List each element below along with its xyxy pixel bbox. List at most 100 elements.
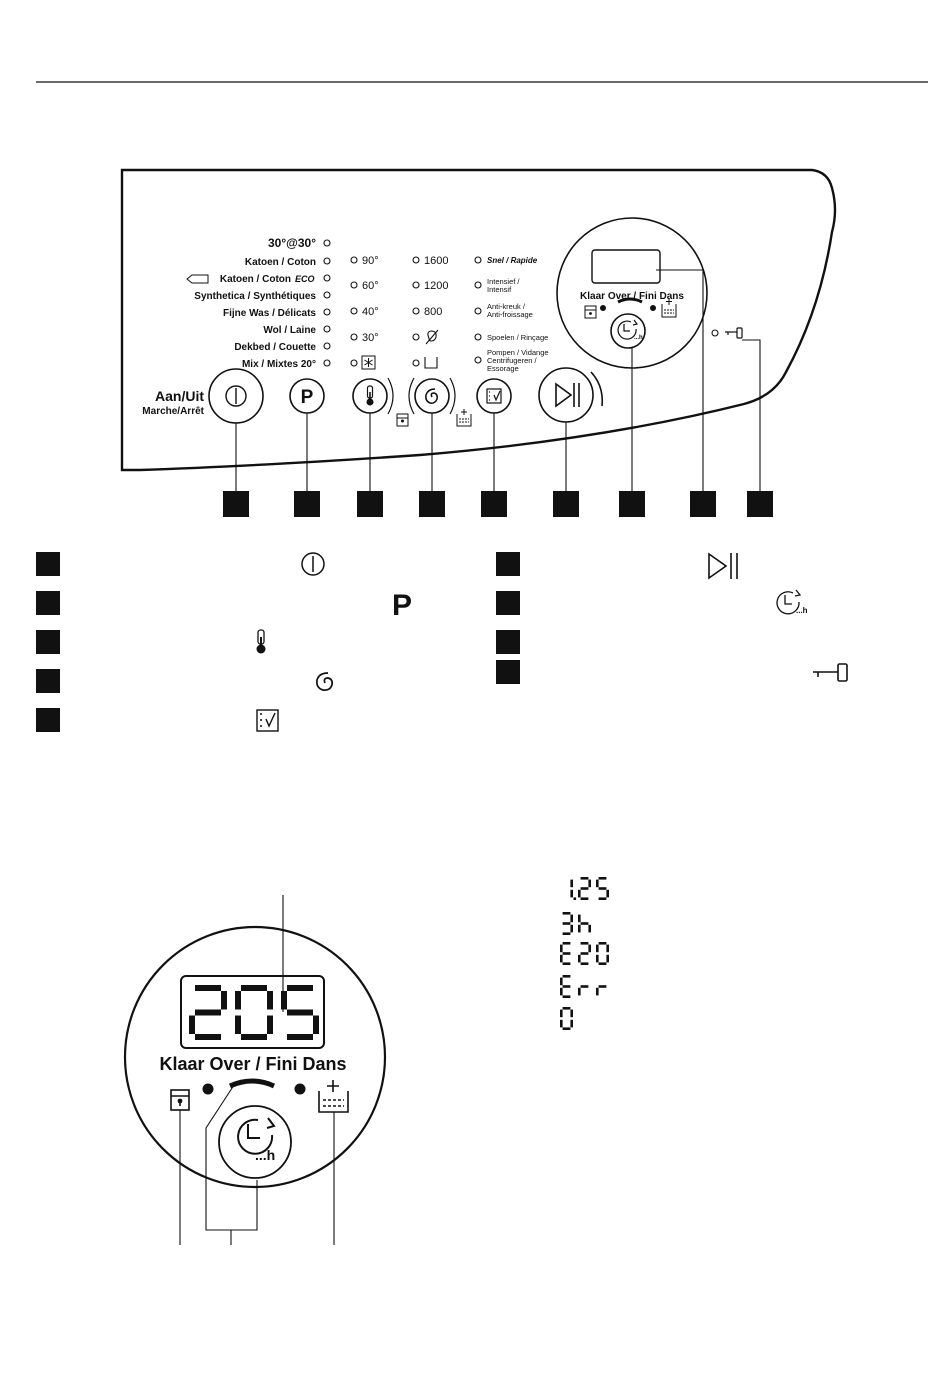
temperature-label: 40°: [362, 306, 379, 318]
display-example-digit: [578, 914, 591, 933]
door-lock-icon: [584, 305, 597, 319]
spin-label: 1600: [424, 255, 448, 267]
display-example: [560, 1007, 573, 1030]
option-label: Intensief /: [487, 277, 520, 286]
display-label: Klaar Over / Fini Dans: [580, 291, 684, 302]
display-example-digit: [578, 985, 589, 996]
display-example-digit: [578, 877, 591, 900]
dial-arc: [408, 377, 415, 415]
programme-label: Katoen / Coton: [220, 274, 291, 285]
child-lock-key-icon: [813, 663, 848, 682]
option-label: Centrifugeren /: [487, 356, 538, 365]
display-example-digit: [596, 985, 607, 996]
start-pause-button[interactable]: [538, 367, 604, 423]
delay-button[interactable]: ...h: [218, 1105, 292, 1179]
options-check-icon: [486, 388, 502, 404]
programme-label: 30°@30°: [268, 236, 316, 250]
programme-leds: [323, 239, 331, 367]
options-button[interactable]: [476, 378, 512, 414]
door-lock-icon: [170, 1089, 190, 1111]
child-lock-led: [711, 329, 719, 337]
display-example-digit: [596, 877, 609, 900]
start-indicator-arc: [590, 371, 604, 407]
power-label: Aan/Uit: [155, 388, 204, 404]
delay-progress-arc: [617, 297, 643, 304]
display-example-digit: [578, 942, 591, 965]
callout-markers: [223, 491, 773, 517]
control-panel: 30°@30° Katoen / Coton Katoen / Coton EC…: [120, 168, 837, 517]
display-example: [560, 975, 607, 998]
delay-timer-icon: [237, 1117, 276, 1155]
option-label: Anti-kreuk /: [487, 302, 526, 311]
display-digits: [189, 985, 319, 1040]
spin-button[interactable]: [408, 377, 456, 415]
programme-label: Synthetica / Synthétiques: [194, 291, 316, 302]
programme-label: Mix / Mixtes 20°: [242, 359, 316, 370]
power-label: Marche/Arrêt: [142, 406, 204, 417]
indicator-dot: [294, 1083, 306, 1095]
program-icon: P: [301, 387, 314, 408]
display-digit: [281, 985, 319, 1040]
option-label: Pompen / Vidange: [487, 348, 549, 357]
dial-arc: [449, 377, 456, 415]
thermometer-icon: [366, 385, 374, 406]
dial-arc: [387, 377, 394, 415]
temperature-button[interactable]: [352, 377, 394, 415]
programme-label: Katoen / Coton: [245, 257, 316, 268]
option-label: Anti-froissage: [487, 310, 533, 319]
display-window: [591, 249, 661, 284]
options-column: Snel / Rapide Intensief / Intensif Anti-…: [474, 256, 549, 373]
no-spin-icon: [425, 329, 439, 345]
display-label: Klaar Over / Fini Dans: [159, 1054, 346, 1074]
spin-column: 1600 1200 800: [412, 255, 448, 369]
power-button[interactable]: [208, 368, 264, 424]
delay-timer-icon: [776, 589, 802, 615]
power-icon: [301, 552, 325, 576]
display-example-digit: [560, 1007, 573, 1030]
spin-icon: [316, 672, 334, 691]
delay-hours-label: ...h: [255, 1147, 275, 1163]
indicator-dot: [600, 305, 606, 311]
delay-progress-arc: [228, 1078, 276, 1089]
temperature-label: 90°: [362, 255, 379, 267]
delay-hours-label: ...h: [634, 335, 643, 341]
option-label: Spoelen / Rinçage: [487, 333, 548, 342]
start-pause-icon: [555, 382, 580, 408]
legend-markers: [36, 552, 520, 732]
display-example-digit: [562, 912, 573, 935]
display-digit: [189, 985, 227, 1040]
program-button[interactable]: P: [289, 378, 325, 414]
child-lock-key-icon: [725, 327, 743, 339]
option-label: Essorage: [487, 364, 519, 373]
delay-hours-label: ...h: [796, 606, 808, 615]
programme-label: Wol / Laine: [263, 325, 316, 336]
thermometer-icon: [256, 629, 266, 654]
delay-button[interactable]: ...h: [610, 313, 646, 349]
temperature-label: 60°: [362, 280, 379, 292]
indicator-dot: [650, 305, 656, 311]
display-example-digit: [560, 942, 571, 965]
cold-wash-icon: [361, 355, 376, 370]
door-lock-small-icon: [396, 413, 409, 427]
power-icon: [225, 385, 247, 407]
temperature-label: 30°: [362, 332, 379, 344]
delay-timer-icon: [617, 319, 639, 340]
tag-outline-icon: [186, 274, 209, 284]
option-label: Snel / Rapide: [487, 256, 538, 265]
programme-list: 30°@30° Katoen / Coton Katoen / Coton EC…: [186, 236, 331, 370]
display-examples: [560, 877, 609, 1030]
display-example-digit: [596, 942, 609, 965]
eco-label: ECO: [295, 274, 315, 284]
display-example: [570, 877, 609, 900]
display-window: [180, 975, 325, 1049]
decimal-point: [573, 897, 577, 900]
display-example: [560, 942, 609, 965]
extra-water-small-icon: [456, 409, 472, 427]
detail-callout-leaders: [179, 895, 335, 1245]
program-icon: P: [392, 589, 412, 622]
display-example-digit: [570, 879, 573, 898]
callout-leaders: [235, 269, 761, 491]
display-example: [562, 912, 591, 935]
display-detail: Klaar Over / Fini Dans ...h: [123, 895, 387, 1245]
